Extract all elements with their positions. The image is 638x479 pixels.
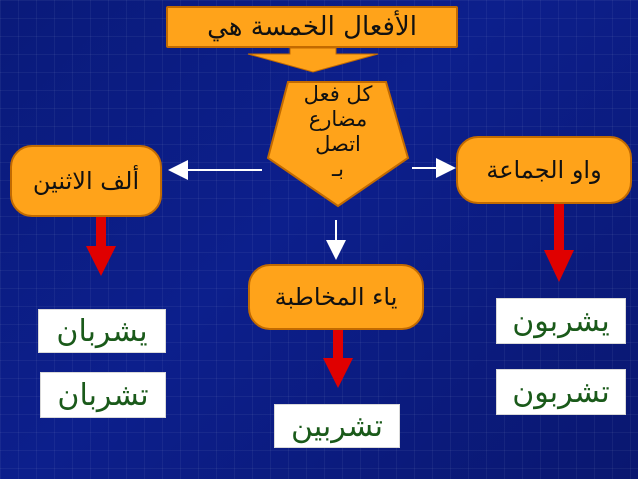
center-condition-text: كل فعل مضارع اتصل بـ (272, 82, 404, 192)
center-line-2: مضارع (308, 107, 368, 131)
alef-ithnayn-label: ألف الاثنين (32, 167, 140, 195)
center-line-3: اتصل (315, 132, 361, 156)
center-triangle (266, 81, 410, 208)
example-tashrabin: تشربين (274, 404, 400, 448)
waw-jamaa-node: واو الجماعة (456, 136, 632, 204)
ya-mukhataba-node: ياء المخاطبة (248, 264, 424, 330)
example-tashraban: تشربان (40, 372, 166, 418)
example-yashrabun: يشربون (496, 298, 626, 344)
title-text: الأفعال الخمسة هي (207, 12, 417, 42)
center-line-1: كل فعل (303, 82, 373, 106)
example-tashrabun: تشربون (496, 369, 626, 415)
red-arrow-left (86, 190, 116, 276)
waw-jamaa-label: واو الجماعة (486, 156, 602, 184)
alef-ithnayn-node: ألف الاثنين (10, 145, 162, 217)
ya-mukhataba-label: ياء المخاطبة (274, 283, 398, 311)
center-line-4: بـ (332, 157, 344, 181)
red-arrow-middle (323, 316, 353, 388)
red-arrow-right (544, 190, 574, 282)
example-yashraban: يشربان (38, 309, 166, 353)
title-down-arrow (247, 47, 379, 73)
title-box: الأفعال الخمسة هي (166, 6, 458, 48)
